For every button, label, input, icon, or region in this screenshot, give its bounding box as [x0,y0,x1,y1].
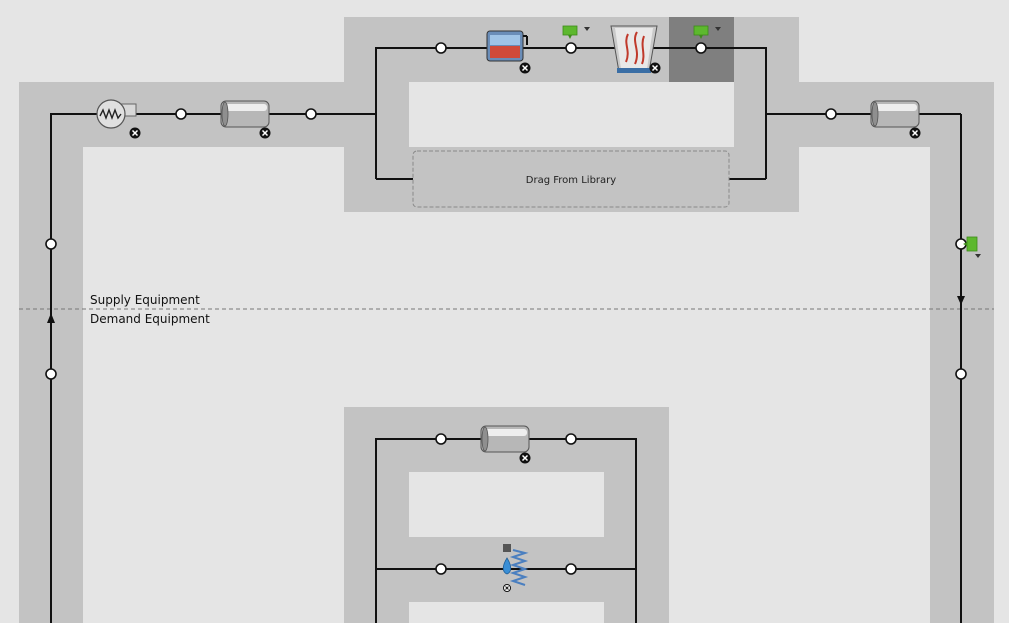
setpoint-manager-icon[interactable] [562,25,590,39]
remove-component-icon[interactable] [519,62,531,74]
pipe-demand-bypass-icon[interactable] [480,425,530,453]
node[interactable] [565,42,577,54]
water-heater-coil-icon[interactable] [502,544,529,586]
node[interactable] [305,108,317,120]
node[interactable] [565,433,577,445]
setpoint-manager-icon[interactable] [693,25,721,39]
node[interactable] [45,368,57,380]
flow-arrow-up-icon [47,313,55,323]
setpoint-manager-icon[interactable] [963,236,981,258]
supply-equipment-label: Supply Equipment [90,293,200,307]
remove-component-icon[interactable] [503,584,511,592]
node[interactable] [825,108,837,120]
remove-component-icon[interactable] [519,452,531,464]
remove-component-icon[interactable] [649,62,661,74]
flow-arrow-down-icon [957,296,965,305]
node[interactable] [175,108,187,120]
cooling-tower-icon[interactable] [610,25,658,73]
node[interactable] [955,368,967,380]
demand-equipment-label: Demand Equipment [90,312,210,326]
node[interactable] [435,42,447,54]
node[interactable] [45,238,57,250]
pipe-supply-outlet-icon[interactable] [870,100,920,128]
pump-icon[interactable] [96,99,137,129]
remove-component-icon[interactable] [909,127,921,139]
drag-from-library-dropzone[interactable]: Drag From Library [412,150,730,208]
drop-zone-label: Drag From Library [526,175,616,186]
remove-badges[interactable] [129,62,921,592]
remove-component-icon[interactable] [129,127,141,139]
boiler-icon[interactable] [486,30,528,62]
remove-component-icon[interactable] [259,127,271,139]
node[interactable] [435,563,447,575]
node[interactable] [695,42,707,54]
container-holes [409,82,734,623]
pipe-supply-inlet-icon[interactable] [220,100,270,128]
node[interactable] [435,433,447,445]
node[interactable] [565,563,577,575]
loop-nodes [45,42,967,575]
